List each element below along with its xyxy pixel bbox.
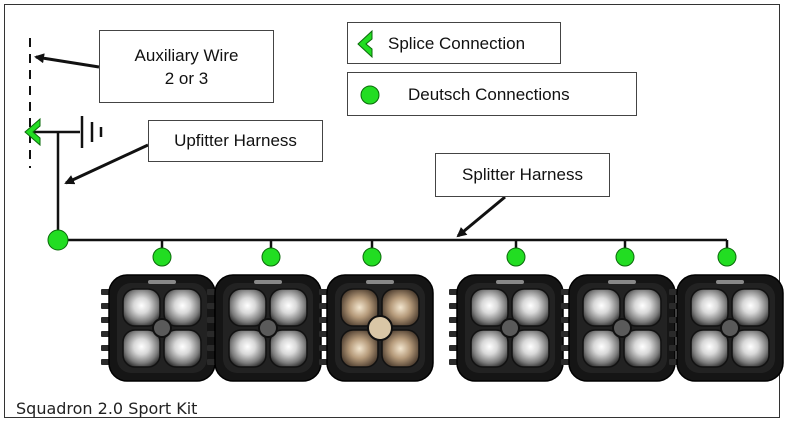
splitter-arrow bbox=[456, 195, 506, 238]
upfitter-label: Upfitter Harness bbox=[174, 131, 297, 150]
main-junction-dot bbox=[47, 229, 69, 251]
deutsch-connector-dot bbox=[615, 247, 635, 267]
auxiliary-arrow bbox=[34, 53, 100, 69]
ground-symbol-icon bbox=[80, 116, 103, 148]
deutsch-connector-dot bbox=[152, 247, 172, 267]
splitter-label: Splitter Harness bbox=[462, 165, 583, 184]
deutsch-connector-dot bbox=[506, 247, 526, 267]
legend-splice: Splice Connection bbox=[347, 22, 561, 64]
upfitter-arrow bbox=[64, 143, 149, 185]
deutsch-connector-dot bbox=[717, 247, 737, 267]
light-pod-6 bbox=[669, 274, 784, 382]
light-pod-4 bbox=[449, 274, 564, 382]
legend-splice-label: Splice Connection bbox=[388, 34, 526, 53]
legend-deutsch-label: Deutsch Connections bbox=[408, 85, 570, 104]
green-dot-icon bbox=[360, 85, 380, 105]
splice-chevron-icon bbox=[24, 117, 41, 147]
auxiliary-wire-label-box: Auxiliary Wire 2 or 3 bbox=[99, 30, 274, 103]
splitter-harness-label-box: Splitter Harness bbox=[435, 153, 610, 197]
kit-caption: Squadron 2.0 Sport Kit bbox=[16, 399, 198, 418]
light-pod-3 bbox=[319, 274, 434, 382]
upfitter-harness-label-box: Upfitter Harness bbox=[148, 120, 323, 162]
deutsch-connector-dot bbox=[261, 247, 281, 267]
light-pod-2 bbox=[207, 274, 322, 382]
legend-deutsch: Deutsch Connections bbox=[347, 72, 637, 116]
light-pod-5 bbox=[561, 274, 676, 382]
green-chevron-left-icon bbox=[357, 29, 373, 59]
light-pod-1 bbox=[101, 274, 216, 382]
light-drops bbox=[152, 240, 737, 267]
auxiliary-label-line2: 2 or 3 bbox=[164, 69, 209, 88]
deutsch-connector-dot bbox=[362, 247, 382, 267]
lights-row bbox=[101, 274, 784, 382]
auxiliary-label-line1: Auxiliary Wire bbox=[134, 46, 239, 65]
